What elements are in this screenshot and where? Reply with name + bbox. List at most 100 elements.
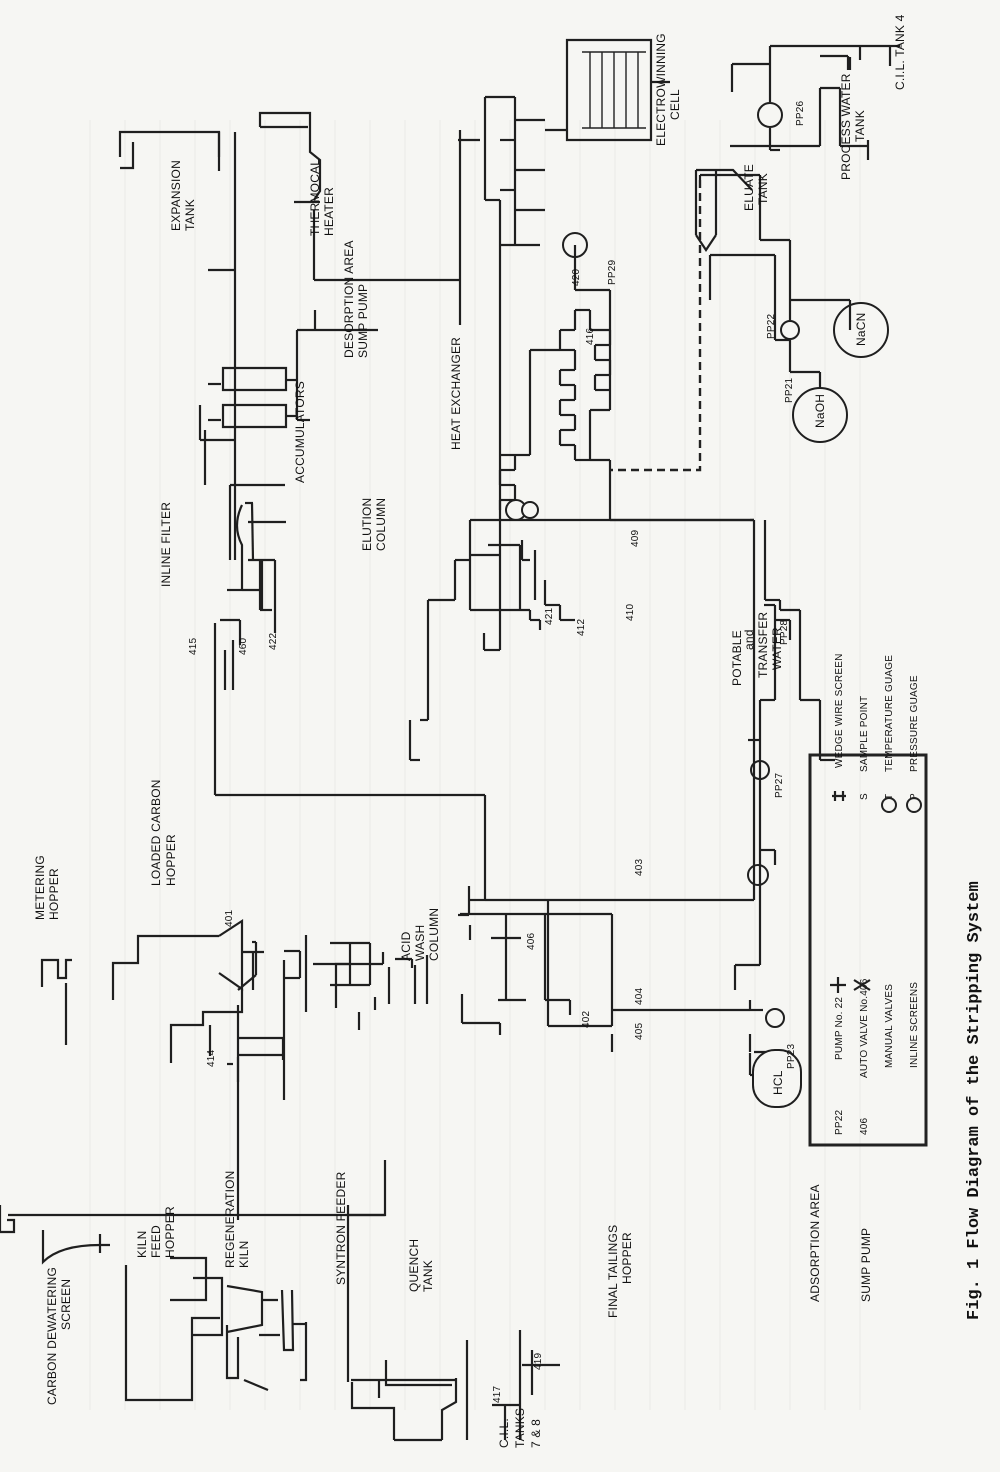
tag-406: 406 [526,932,537,950]
legend-symbol-t: T [884,794,895,800]
label-regeneration-2: KILN [237,1241,251,1268]
electrowinning-section [545,38,900,252]
label-desorption-2: SUMP PUMP [356,284,370,358]
diagram-labels: CARBON DEWATERING SCREEN KILN FEED HOPPE… [33,14,907,1448]
pp22-circle [780,320,800,340]
tag-pp29: PP29 [607,259,618,285]
background-page-lines [89,120,861,1410]
tag-405: 405 [634,1022,645,1040]
label-potable-1: POTABLE [730,630,744,686]
label-electrowinning-1: ELECTROWINNING [654,33,668,146]
legend-temp-circle [881,797,897,813]
label-potable-3: TRANSFER [756,612,770,678]
legend-text-sample: SAMPLE POINT [859,696,870,772]
tag-415: 415 [188,637,199,655]
label-potable-4: WATER [770,627,784,670]
label-kiln-1: KILN [135,1231,149,1258]
legend-text-pressure: PRESSURE GUAGE [909,675,920,772]
label-kiln-3: HOPPER [163,1206,177,1258]
label-accumulators: ACCUMULATORS [293,381,307,483]
heater-section [118,111,480,633]
label-inline-filter: INLINE FILTER [159,502,173,587]
label-cil-tanks-2: TANKS [513,1408,527,1448]
tag-pp26: PP26 [795,100,806,126]
legend-symbol-p: P [909,793,920,800]
hcl-tank [752,1049,802,1108]
pp27-circle [747,864,769,886]
label-naoh: NaOH [813,394,827,428]
tag-422: 422 [268,632,279,650]
legend-text-auto-valve: AUTO VALVE No.406 [859,978,870,1078]
tag-421: 421 [544,607,555,625]
label-acid-wash-3: COLUMN [427,908,441,961]
nacn-tank [833,302,889,358]
label-quench-2: TANK [421,1260,435,1292]
tag-417: 417 [492,1385,503,1403]
label-carbon-dewatering-2: SCREEN [59,1279,73,1330]
reagent-section [610,173,852,472]
label-eluate-2: TANK [756,173,770,205]
legend-symbol-pp22: PP22 [834,1109,845,1135]
label-metering-1: METERING [33,855,47,920]
label-thermocal-2: HEATER [322,187,336,236]
label-adsorption: ADSORPTION AREA [808,1184,822,1302]
label-desorption-1: DESORPTION AREA [342,240,356,358]
label-expansion-2: TANK [183,199,197,231]
tag-pp21: PP21 [784,377,795,403]
tag-401: 401 [224,909,235,927]
label-kiln-2: FEED [149,1225,163,1258]
label-final-tailings-1: FINAL TAILINGS [606,1225,620,1318]
acid-wash-section [237,912,775,1077]
label-sump-pump: SUMP PUMP [859,1228,873,1302]
tag-420: 420 [571,268,582,286]
label-loaded-carbon-2: HOPPER [164,834,178,886]
tag-402: 402 [581,1010,592,1028]
legend-inline-screen-symbol [853,979,871,991]
label-expansion-1: EXPANSION [169,160,183,231]
label-elution-2: COLUMN [374,498,388,551]
carbon-handling-section [0,1160,560,1442]
legend-wedge-symbol [832,791,846,801]
tag-409: 409 [630,529,641,547]
label-thermocal-1: THERMOCAL [308,159,322,236]
tag-414: 414 [206,1049,217,1067]
legend-manual-valve-symbol [830,977,846,993]
elution-section [213,95,756,1026]
label-process-water-2: TANK [853,110,867,142]
tag-pp22: PP22 [766,313,777,339]
label-elution-1: ELUTION [360,498,374,551]
legend-text-temperature: TEMPERATURE GUAGE [884,655,895,772]
tag-410: 410 [625,603,636,621]
legend-text-wedge-screen: WEDGE WIRE SCREEN [834,653,845,768]
equipment-tags: 417 419 414 401 402 403 404 405 406 409 … [188,100,806,1403]
label-heat-exchanger: HEAT EXCHANGER [449,337,463,450]
elution-valve-circle-2 [521,501,539,519]
label-process-water-1: PROCESS WATER [839,73,853,180]
label-quench-1: QUENCH [407,1239,421,1292]
legend-box [808,753,928,1147]
label-loaded-carbon-1: LOADED CARBON [149,779,163,886]
label-metering-2: HOPPER [47,868,61,920]
tag-419: 419 [533,1352,544,1370]
tag-pp28: PP28 [779,619,790,645]
tag-pp23: PP23 [786,1043,797,1069]
legend: PP22 PUMP No. 22 406 AUTO VALVE No.406 M… [808,653,928,1147]
label-potable-2: and [742,629,756,650]
label-syntron: SYNTRON FEEDER [334,1171,348,1285]
potable-water-section [733,520,835,990]
tag-460: 460 [238,637,249,655]
label-cil-tank4: C.I.L. TANK 4 [893,14,907,90]
loaded-carbon-section [40,918,429,1220]
label-carbon-dewatering-1: CARBON DEWATERING [45,1267,59,1405]
label-regeneration-1: REGENERATION [223,1170,237,1268]
tag-412: 412 [576,618,587,636]
legend-symbol-s: S [859,793,870,800]
tanks [505,102,889,1108]
legend-text-inline-screens: INLINE SCREENS [909,982,920,1068]
label-cil-tanks-3: 7 & 8 [529,1419,543,1448]
legend-pressure-circle [906,797,922,813]
label-final-tailings-2: HOPPER [620,1232,634,1284]
label-cil-tanks-1: C.I.L. [497,1418,511,1448]
label-acid-wash-1: ACID [399,931,413,961]
